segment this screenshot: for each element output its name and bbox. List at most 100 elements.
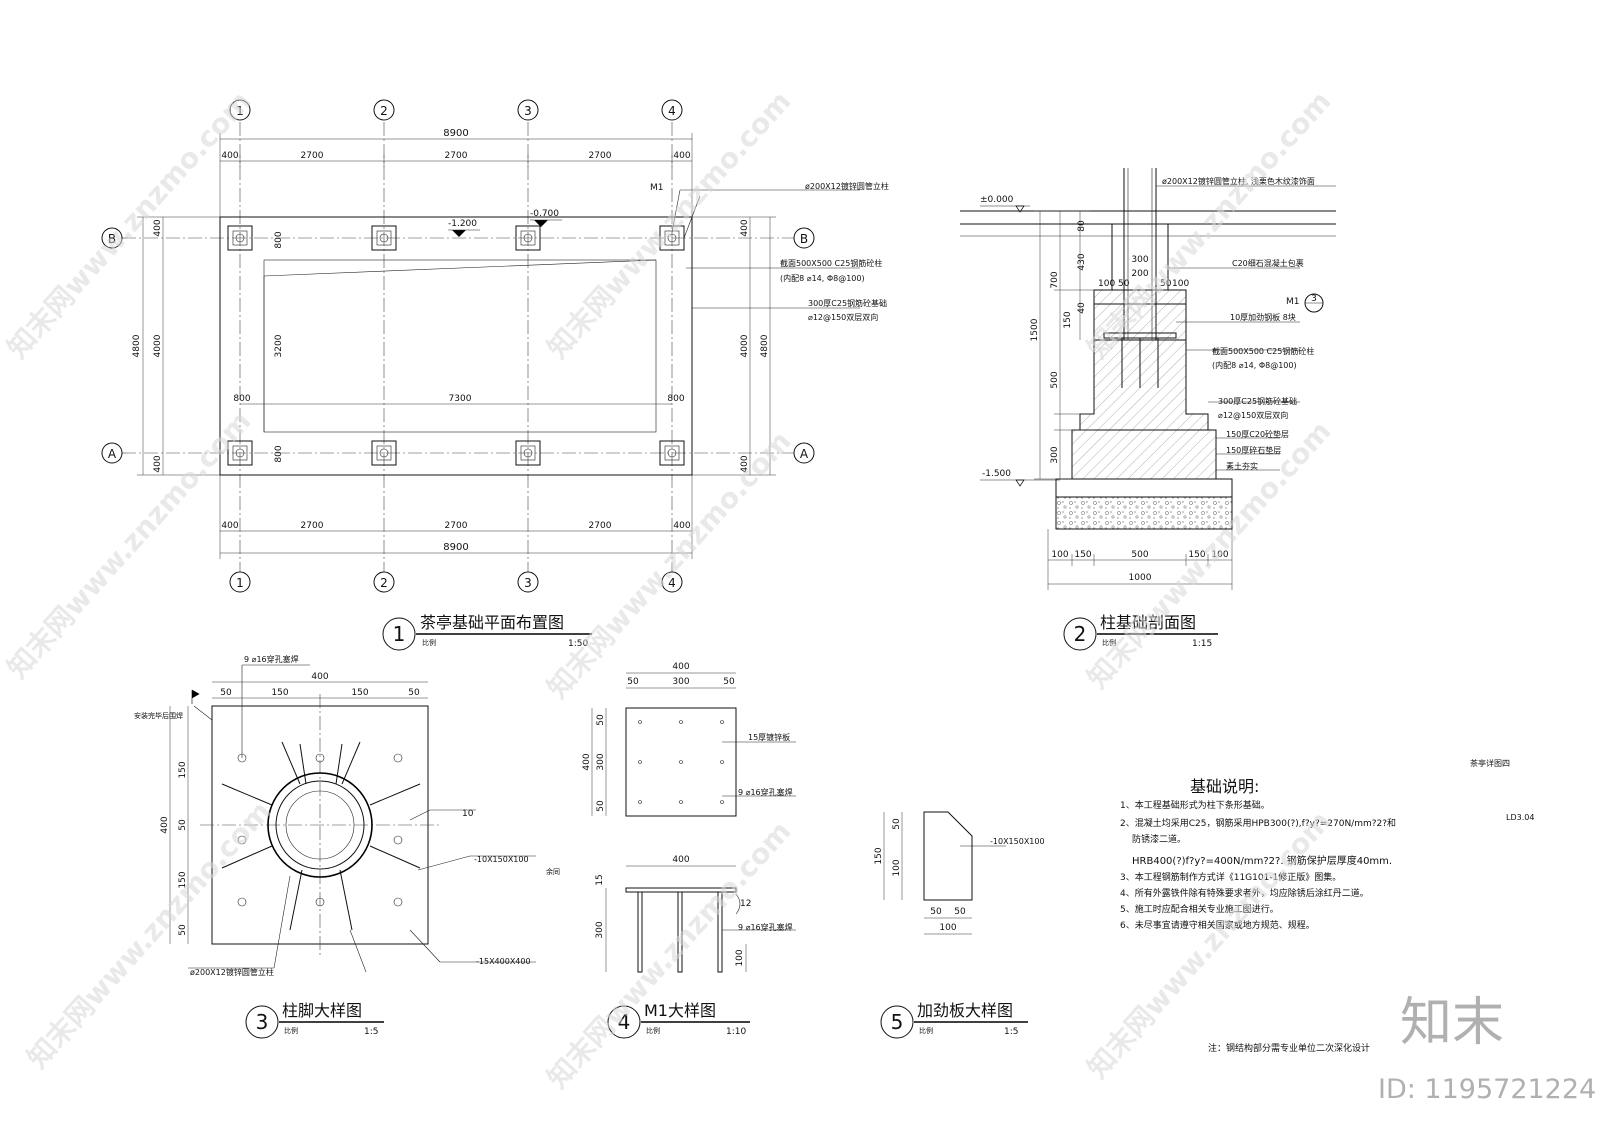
title-4: 4 M1大样图 比例 1:10 (607, 1001, 750, 1039)
axis-bubble-bottom-3: 3 (517, 571, 539, 593)
svg-text:(内配8 ⌀14, Φ8@100): (内配8 ⌀14, Φ8@100) (780, 273, 865, 283)
svg-text:100: 100 (1172, 279, 1189, 289)
svg-text:4、所有外露铁件除有特殊要求者外，均应除锈后涂红丹二道。: 4、所有外露铁件除有特殊要求者外，均应除锈后涂红丹二道。 (1120, 887, 1369, 899)
svg-text:300: 300 (595, 921, 605, 938)
svg-text:比例: 比例 (284, 1026, 298, 1035)
svg-text:400: 400 (311, 672, 328, 682)
svg-text:50: 50 (930, 907, 942, 917)
svg-text:9 ⌀16穿孔塞焊: 9 ⌀16穿孔塞焊 (244, 654, 299, 664)
stiffener-drawing: 150 50 100 50 50 100 -10X150X100 (874, 811, 1045, 935)
svg-text:50: 50 (408, 688, 420, 698)
svg-text:4: 4 (668, 576, 676, 590)
svg-text:800: 800 (233, 394, 250, 404)
plan-dims-right: 4000 4800 400 400 (692, 216, 776, 476)
svg-text:150: 150 (874, 847, 884, 864)
svg-text:12: 12 (740, 899, 751, 909)
svg-text:100: 100 (1051, 550, 1068, 560)
notes-title: 基础说明: (1190, 777, 1259, 796)
svg-text:A: A (800, 447, 809, 461)
section-hdims-bottom: 100 150 500 150 100 1000 (1047, 529, 1233, 590)
svg-text:加劲板大样图: 加劲板大样图 (917, 1001, 1013, 1020)
svg-text:150: 150 (178, 871, 188, 888)
svg-text:⌀12@150双层双向: ⌀12@150双层双向 (1218, 410, 1288, 420)
svg-text:10厚加劲钢板 8块: 10厚加劲钢板 8块 (1230, 312, 1296, 322)
section-drawing: ±0.000 -1.500 80 430 700 40 150 1500 500… (960, 168, 1336, 590)
svg-text:6、未尽事宜请遵守相关国家或地方规范、规程。: 6、未尽事宜请遵守相关国家或地方规范、规程。 (1120, 919, 1315, 931)
footing-drawing: 400 50 150 150 50 400 150 50 150 50 9 ⌀1… (134, 654, 560, 977)
svg-text:1000: 1000 (1129, 573, 1152, 583)
svg-text:(内配8 ⌀14, Φ8@100): (内配8 ⌀14, Φ8@100) (1212, 360, 1297, 370)
svg-text:M1: M1 (650, 183, 664, 193)
svg-text:防锈漆二道。: 防锈漆二道。 (1132, 833, 1186, 845)
axis-bubble-left-B: B (101, 227, 123, 249)
svg-text:知末网www.znzmo.com: 知末网www.znzmo.com (1081, 85, 1338, 365)
svg-text:ø200X12镀锌圆管立柱, 浅栗色木纹漆饰面: ø200X12镀锌圆管立柱, 浅栗色木纹漆饰面 (1162, 176, 1315, 186)
plan-dims-inner: 800 3200 800 800 7300 800 (233, 231, 684, 462)
svg-text:430: 430 (1077, 253, 1087, 270)
svg-text:ø200X12镀锌圆管立柱: ø200X12镀锌圆管立柱 (190, 967, 274, 977)
svg-text:2、混凝土均采用C25，钢筋采用HPB300(?),f?y?: 2、混凝土均采用C25，钢筋采用HPB300(?),f?y?=270N/mm?2… (1120, 817, 1396, 829)
svg-text:比例: 比例 (1102, 638, 1116, 647)
level-mark-1: -1.200 (448, 219, 480, 237)
plan-dims-top: 8900 400 2700 2700 2700 400 (219, 128, 693, 217)
svg-text:知末网www.znzmo.com: 知末网www.znzmo.com (541, 425, 798, 705)
plan-leaders: M1 ø200X12镀锌圆管立柱 截面500X500 C25钢筋砼柱 (内配8 … (650, 181, 889, 322)
svg-text:比例: 比例 (646, 1026, 660, 1035)
svg-text:2700: 2700 (589, 151, 612, 161)
svg-text:1: 1 (393, 622, 406, 646)
svg-text:知末网www.znzmo.com: 知末网www.znzmo.com (1, 405, 258, 685)
svg-text:4: 4 (668, 104, 676, 118)
section-notes: ø200X12镀锌圆管立柱, 浅栗色木纹漆饰面 C20细石混凝土包裹 M1 3 … (1156, 176, 1336, 471)
svg-text:4000: 4000 (153, 334, 163, 357)
svg-text:3200: 3200 (274, 334, 284, 357)
svg-text:M1: M1 (1286, 297, 1300, 307)
svg-text:3: 3 (256, 1010, 269, 1034)
axis-bubble-bottom-4: 4 (661, 571, 683, 593)
title-1: 1 茶亭基础平面布置图 比例 1:50 (382, 613, 592, 651)
svg-text:1:15: 1:15 (1192, 639, 1212, 649)
svg-text:柱脚大样图: 柱脚大样图 (282, 1001, 362, 1020)
svg-text:5、施工时应配合相关专业施工图进行。: 5、施工时应配合相关专业施工图进行。 (1120, 903, 1279, 915)
svg-text:400: 400 (672, 662, 689, 672)
svg-text:茶亭基础平面布置图: 茶亭基础平面布置图 (420, 613, 564, 632)
svg-text:C20细石混凝土包裹: C20细石混凝土包裹 (1232, 258, 1304, 268)
svg-text:7300: 7300 (449, 394, 472, 404)
svg-text:比例: 比例 (422, 638, 436, 647)
svg-text:5: 5 (891, 1010, 904, 1034)
axis-bubble-left-A: A (101, 442, 123, 464)
svg-text:50: 50 (220, 688, 232, 698)
svg-text:柱基础剖面图: 柱基础剖面图 (1100, 613, 1196, 632)
svg-text:100: 100 (939, 923, 956, 933)
svg-text:截面500X500 C25钢筋砼柱: 截面500X500 C25钢筋砼柱 (1212, 346, 1314, 356)
svg-text:400: 400 (221, 521, 238, 531)
svg-text:1500: 1500 (1030, 318, 1040, 341)
svg-text:-15X400X400: -15X400X400 (476, 957, 531, 966)
svg-text:50: 50 (596, 714, 606, 726)
svg-text:10: 10 (462, 809, 474, 819)
svg-text:400: 400 (740, 455, 750, 472)
svg-text:800: 800 (274, 445, 284, 462)
svg-text:50: 50 (178, 924, 188, 936)
section-level-bottom: -1.500 (980, 469, 1060, 487)
svg-text:300厚C25钢筋砼基础: 300厚C25钢筋砼基础 (808, 298, 887, 308)
svg-text:-1.500: -1.500 (982, 469, 1011, 479)
svg-text:15厚镀锌板: 15厚镀锌板 (748, 732, 790, 742)
svg-text:比例: 比例 (919, 1026, 933, 1035)
svg-text:2: 2 (380, 104, 388, 118)
svg-text:1: 1 (236, 576, 244, 590)
axis-bubble-bottom-1: 1 (229, 571, 251, 593)
plan-drawing: 1 2 3 4 1 2 3 4 B A B A (101, 99, 889, 593)
svg-text:400: 400 (740, 219, 750, 236)
svg-text:1:5: 1:5 (1004, 1027, 1018, 1037)
svg-text:余同: 余同 (546, 867, 560, 876)
svg-text:100: 100 (1098, 279, 1115, 289)
svg-text:1、本工程基础形式为柱下条形基础。: 1、本工程基础形式为柱下条形基础。 (1120, 799, 1270, 811)
title-3: 3 柱脚大样图 比例 1:5 (245, 1001, 384, 1039)
sheet-number: LD3.04 (1506, 813, 1534, 822)
svg-text:150厚C20砼垫层: 150厚C20砼垫层 (1226, 429, 1289, 439)
svg-text:4800: 4800 (132, 334, 142, 357)
svg-text:3、本工程钢筋制作方式详《11G101-1修正版》图集。: 3、本工程钢筋制作方式详《11G101-1修正版》图集。 (1120, 871, 1341, 883)
svg-text:150: 150 (1063, 311, 1073, 328)
svg-text:300: 300 (596, 753, 606, 770)
